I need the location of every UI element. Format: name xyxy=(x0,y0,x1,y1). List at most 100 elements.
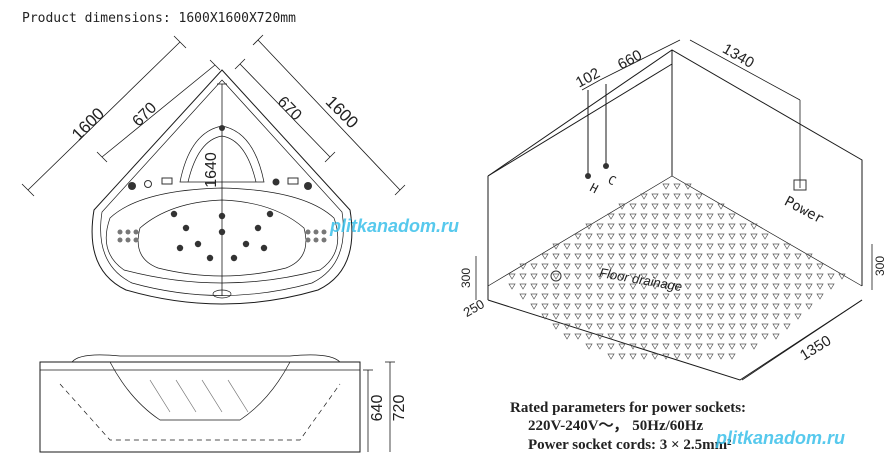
floor-triangle xyxy=(695,343,703,350)
floor-triangle xyxy=(640,303,648,310)
floor-triangle xyxy=(662,313,670,320)
floor-triangle xyxy=(629,203,637,210)
floor-triangle xyxy=(717,283,725,290)
floor-triangle xyxy=(618,233,626,240)
floor-triangle xyxy=(695,313,703,320)
floor-triangle xyxy=(618,333,626,340)
floor-triangle xyxy=(640,333,648,340)
floor-triangle xyxy=(695,213,703,220)
floor-triangle xyxy=(772,263,780,270)
floor-triangle xyxy=(607,223,615,230)
floor-triangle xyxy=(640,193,648,200)
dim-1340: 1340 xyxy=(720,40,757,71)
floor-triangle xyxy=(739,243,747,250)
floor-triangle xyxy=(629,263,637,270)
floor-triangle xyxy=(651,343,659,350)
floor-triangle xyxy=(794,283,802,290)
floor-triangle xyxy=(728,243,736,250)
floor-triangle xyxy=(805,293,813,300)
floor-triangle xyxy=(607,333,615,340)
floor-triangle xyxy=(618,213,626,220)
floor-triangle xyxy=(695,323,703,330)
floor-triangle xyxy=(695,193,703,200)
floor-triangle xyxy=(684,343,692,350)
floor-triangle xyxy=(695,353,703,360)
floor-triangle xyxy=(728,283,736,290)
floor-triangle xyxy=(640,293,648,300)
floor-triangle xyxy=(684,243,692,250)
floor-triangle xyxy=(574,293,582,300)
floor-triangle xyxy=(662,273,670,280)
floor-triangle xyxy=(530,293,538,300)
floor-triangle xyxy=(783,263,791,270)
floor-triangle xyxy=(673,353,681,360)
floor-triangle xyxy=(574,253,582,260)
floor-triangle xyxy=(783,273,791,280)
floor-triangle xyxy=(607,303,615,310)
floor-triangle xyxy=(750,343,758,350)
floor-triangle xyxy=(750,283,758,290)
floor-triangle xyxy=(717,223,725,230)
floor-triangle xyxy=(640,313,648,320)
floor-triangle xyxy=(596,323,604,330)
floor-triangle xyxy=(629,253,637,260)
floor-triangle xyxy=(640,343,648,350)
floor-triangle xyxy=(695,223,703,230)
floor-triangle xyxy=(618,303,626,310)
floor-triangle xyxy=(574,323,582,330)
tub-outline xyxy=(91,69,353,305)
floor-triangle xyxy=(739,313,747,320)
floor-triangle xyxy=(728,213,736,220)
tub-jets xyxy=(117,125,327,262)
floor-triangle xyxy=(596,283,604,290)
floor-triangle xyxy=(739,343,747,350)
floor-triangle xyxy=(805,283,813,290)
floor-triangle xyxy=(739,263,747,270)
floor-triangle xyxy=(563,293,571,300)
floor-triangle xyxy=(816,283,824,290)
floor-triangle xyxy=(673,303,681,310)
floor-triangle xyxy=(728,233,736,240)
dim-660: 660 xyxy=(615,47,645,74)
floor-triangle xyxy=(805,253,813,260)
floor-triangle xyxy=(728,303,736,310)
floor-triangle xyxy=(640,353,648,360)
floor-triangle xyxy=(662,303,670,310)
floor-triangle xyxy=(750,253,758,260)
floor-triangle xyxy=(717,243,725,250)
floor-triangle xyxy=(607,343,615,350)
floor-triangle xyxy=(640,263,648,270)
floor-triangle xyxy=(530,303,538,310)
floor-triangle xyxy=(607,213,615,220)
floor-triangle xyxy=(585,333,593,340)
floor-triangle xyxy=(728,323,736,330)
floor-triangle xyxy=(706,343,714,350)
floor-triangle xyxy=(739,223,747,230)
floor-triangle xyxy=(662,293,670,300)
floor-triangle xyxy=(695,253,703,260)
floor-triangle xyxy=(761,243,769,250)
floor-triangle xyxy=(761,283,769,290)
floor-triangle xyxy=(761,253,769,260)
floor-triangle xyxy=(629,273,637,280)
floor-triangle xyxy=(640,213,648,220)
floor-triangle xyxy=(640,233,648,240)
floor-triangle xyxy=(574,273,582,280)
floor-triangle xyxy=(607,233,615,240)
floor-triangle xyxy=(739,283,747,290)
floor-triangle xyxy=(618,253,626,260)
floor-pattern xyxy=(508,183,846,360)
dim-right-inner: 670 xyxy=(274,93,305,124)
floor-triangle xyxy=(662,183,670,190)
dim-left-inner: 670 xyxy=(129,99,160,130)
floor-triangle xyxy=(684,263,692,270)
floor-triangle xyxy=(662,333,670,340)
floor-triangle xyxy=(684,273,692,280)
floor-triangle xyxy=(772,333,780,340)
floor-triangle xyxy=(574,283,582,290)
floor-triangle xyxy=(651,273,659,280)
floor-triangle xyxy=(717,313,725,320)
floor-triangle xyxy=(706,233,714,240)
floor-triangle xyxy=(574,313,582,320)
floor-triangle xyxy=(750,293,758,300)
